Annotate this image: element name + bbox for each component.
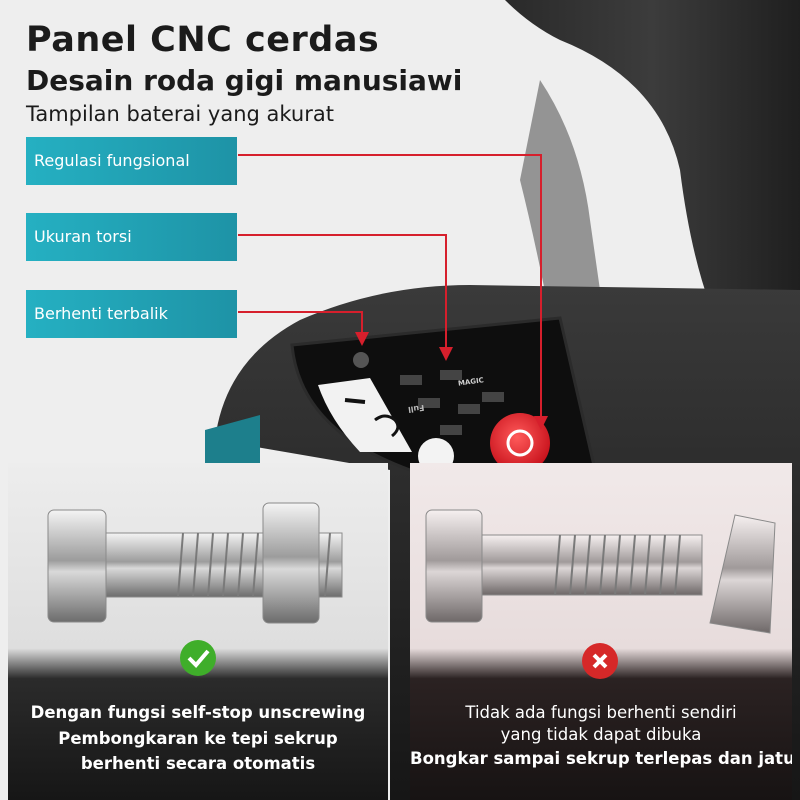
comparison-panel-with-self-stop: Dengan fungsi self-stop unscrewing Pembo… bbox=[8, 463, 388, 800]
page-subtitle: Desain roda gigi manusiawi bbox=[26, 64, 463, 97]
bad-caption-line2: yang tidak dapat dibuka bbox=[500, 725, 702, 744]
callout-torque-size: Ukuran torsi bbox=[26, 213, 237, 261]
page-title: Panel CNC cerdas bbox=[26, 20, 380, 60]
good-caption-line3: berhenti secara otomatis bbox=[80, 754, 316, 773]
callout-function-regulation: Regulasi fungsional bbox=[26, 137, 237, 185]
callout-reverse-stop: Berhenti terbalik bbox=[26, 290, 237, 338]
page-tagline: Tampilan baterai yang akurat bbox=[26, 102, 334, 126]
good-caption-line1: Dengan fungsi self-stop unscrewing bbox=[30, 703, 366, 722]
bolt-with-nut-illustration bbox=[47, 502, 343, 624]
comparison-panel-without-self-stop: Tidak ada fungsi berhenti sendiri yang t… bbox=[410, 463, 792, 800]
bad-caption-line3: Bongkar sampai sekrup terlepas dan jatuh bbox=[410, 749, 792, 768]
bad-caption-line1: Tidak ada fungsi berhenti sendiri bbox=[465, 703, 737, 722]
check-icon bbox=[180, 640, 216, 676]
cross-icon bbox=[582, 643, 618, 679]
good-caption-line2: Pembongkaran ke tepi sekrup bbox=[58, 729, 338, 748]
bolt-nut-detached-illustration bbox=[425, 509, 776, 634]
